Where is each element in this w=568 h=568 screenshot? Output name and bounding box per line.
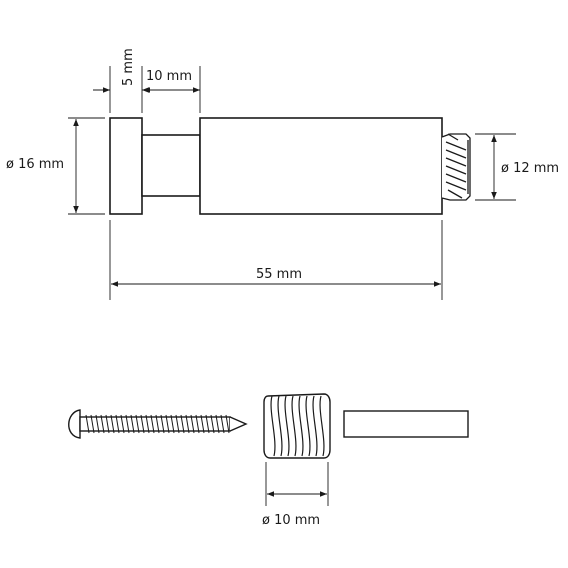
- screw-thread-line: [195, 414, 200, 434]
- screw-thread-line: [85, 414, 90, 434]
- anchor-rib-line: [284, 395, 290, 457]
- screw-thread-line: [125, 414, 130, 434]
- screw-thread-line: [210, 414, 215, 434]
- screw-thread-line: [180, 414, 185, 434]
- screw-thread-line: [100, 414, 105, 434]
- screw-thread-line: [130, 414, 135, 434]
- screw-thread-line: [160, 414, 165, 434]
- dim-label-cap-thickness: 5 mm: [121, 48, 136, 86]
- dim-total-length: [109, 220, 443, 300]
- screw-thread-line: [135, 414, 140, 434]
- screw-thread-line: [200, 414, 205, 434]
- screw-thread-line: [105, 414, 110, 434]
- dim-cap-diameter: [68, 117, 105, 215]
- anchor-ribs: [270, 395, 325, 457]
- anchor-rib-line: [305, 395, 311, 457]
- threaded-end: [441, 133, 471, 201]
- body-cylinder: [199, 117, 443, 215]
- anchor-rib-line: [277, 395, 283, 457]
- anchor-rib-line: [270, 395, 276, 457]
- screw-thread-line: [170, 414, 175, 434]
- screw-thread-line: [190, 414, 195, 434]
- screw-thread-line: [205, 414, 210, 434]
- screw: [68, 409, 248, 439]
- dim-thread-diameter: [475, 133, 516, 201]
- screw-thread-line: [115, 414, 120, 434]
- dim-label-total-length: 55 mm: [256, 267, 302, 282]
- screw-thread-line: [110, 414, 115, 434]
- dim-label-anchor-diameter: ø 10 mm: [262, 513, 320, 528]
- screw-tip: [229, 416, 248, 432]
- cap-disc: [109, 117, 143, 215]
- screw-thread-line: [215, 414, 220, 434]
- screw-thread-line: [155, 414, 160, 434]
- screw-thread-line: [150, 414, 155, 434]
- screw-threads: [85, 414, 230, 434]
- spacer-bar: [343, 410, 469, 438]
- screw-thread-line: [225, 414, 230, 434]
- anchor-rib-line: [298, 395, 304, 457]
- dim-label-thread-diameter: ø 12 mm: [501, 161, 559, 176]
- screw-thread-line: [95, 414, 100, 434]
- screw-thread-line: [140, 414, 145, 434]
- screw-thread-line: [90, 414, 95, 434]
- screw-thread-line: [220, 414, 225, 434]
- assembled-holder: [109, 117, 471, 215]
- anchor-rib-line: [291, 395, 297, 457]
- dim-label-cap-diameter: ø 16 mm: [6, 157, 64, 172]
- dim-anchor-diameter: [265, 462, 329, 506]
- anchor-rib-line: [312, 395, 318, 457]
- screw-thread-line: [145, 414, 150, 434]
- screw-thread-line: [120, 414, 125, 434]
- dim-label-neck-length: 10 mm: [146, 69, 192, 84]
- neck: [141, 134, 201, 197]
- screw-thread-line: [185, 414, 190, 434]
- anchor-rib-line: [319, 395, 325, 457]
- screw-thread-line: [175, 414, 180, 434]
- wall-anchor: [263, 393, 331, 459]
- screw-head: [68, 409, 81, 439]
- dim-neck-length: [143, 66, 201, 113]
- screw-thread-line: [165, 414, 170, 434]
